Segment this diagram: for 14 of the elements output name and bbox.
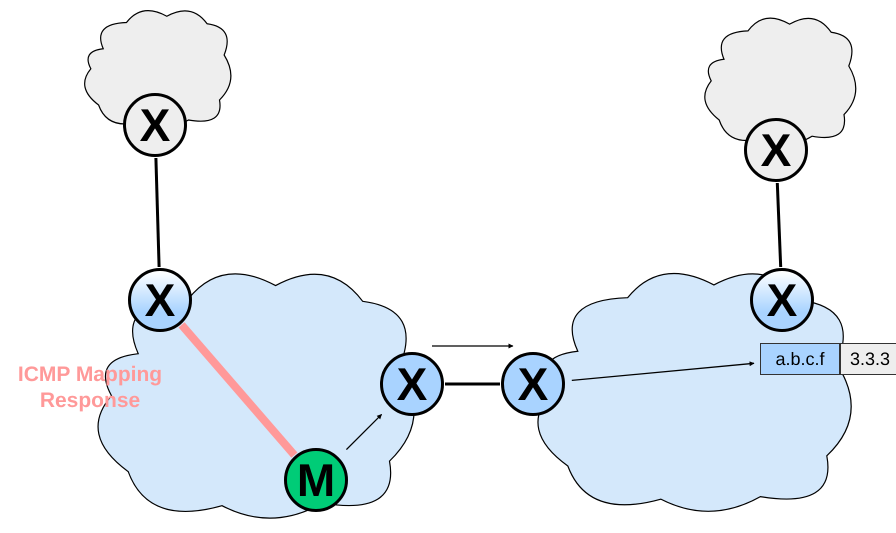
router-node: X bbox=[744, 118, 808, 182]
router-node: X bbox=[128, 268, 192, 332]
address-cell: 3.3.3 bbox=[840, 343, 896, 375]
router-node: X bbox=[123, 93, 187, 157]
link-line bbox=[445, 382, 500, 386]
router-node: X bbox=[501, 352, 565, 416]
router-node: X bbox=[380, 352, 444, 416]
arrow bbox=[178, 322, 298, 458]
link-line bbox=[776, 182, 782, 268]
arrow bbox=[432, 344, 514, 348]
address-cell: a.b.c.f bbox=[760, 343, 840, 375]
arrow bbox=[572, 361, 754, 382]
arrow bbox=[346, 414, 382, 450]
link-line bbox=[154, 158, 161, 268]
